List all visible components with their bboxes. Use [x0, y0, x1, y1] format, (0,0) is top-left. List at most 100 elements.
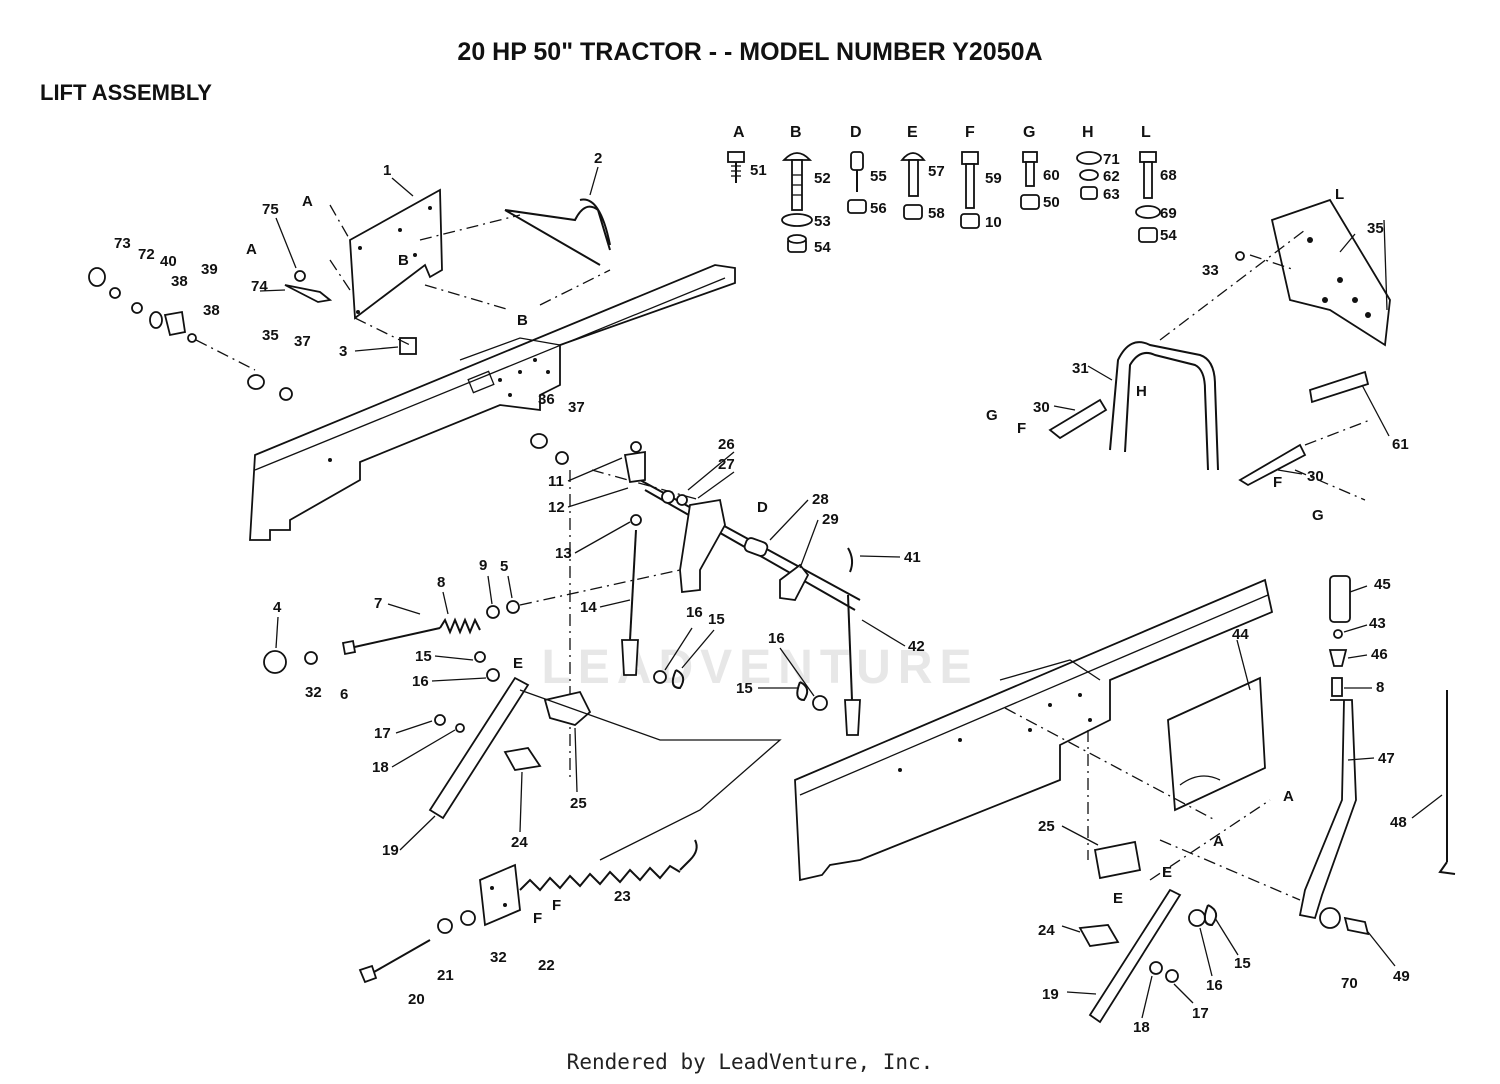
- label-39: 39: [201, 261, 218, 278]
- label-1: 1: [383, 162, 391, 179]
- screw-33-icon: [1235, 251, 1245, 261]
- lift-shaft-assembly: [621, 441, 861, 736]
- ref-b-2: B: [517, 312, 528, 329]
- bolt-20-icon: [358, 964, 378, 984]
- ref-e-2: E: [1162, 864, 1172, 881]
- ref-f-1: F: [1017, 420, 1026, 437]
- label-53: 53: [814, 213, 831, 230]
- label-16c: 16: [768, 630, 785, 647]
- knob-4-icon: [263, 650, 287, 674]
- label-60: 60: [1043, 167, 1060, 184]
- spring-8: [439, 617, 481, 635]
- label-62: 62: [1103, 168, 1120, 185]
- clip-37-icon: [279, 387, 293, 401]
- label-70: 70: [1341, 975, 1358, 992]
- nut-50-icon: [1020, 194, 1040, 210]
- tube-45-icon: [1329, 575, 1351, 623]
- ref-h: H: [1136, 383, 1147, 400]
- label-51: 51: [750, 162, 767, 179]
- label-3: 3: [339, 343, 347, 360]
- label-55: 55: [870, 168, 887, 185]
- label-75: 75: [262, 201, 279, 218]
- bracket-25-icon: [543, 690, 592, 726]
- ref-d: D: [757, 499, 768, 516]
- label-35: 35: [1367, 220, 1384, 237]
- label-68: 68: [1160, 167, 1177, 184]
- bracket-22-icon: [479, 863, 521, 927]
- pin-74-icon: [284, 284, 333, 303]
- upper-right-lift-frame: [1048, 198, 1391, 501]
- label-15d: 15: [1234, 955, 1251, 972]
- washer-38-icon: [149, 311, 163, 329]
- ref-l: L: [1335, 186, 1344, 203]
- label-16a: 16: [412, 673, 429, 690]
- bracket-25b-icon: [1093, 840, 1142, 880]
- label-37b: 37: [568, 399, 585, 416]
- spring-23: [519, 864, 681, 892]
- nut-63-icon: [1080, 186, 1098, 200]
- label-69: 69: [1160, 205, 1177, 222]
- ref-g-2: G: [1312, 507, 1324, 524]
- block-3: [399, 337, 417, 355]
- ref-a-2: A: [246, 241, 257, 258]
- ref-e-1: E: [513, 655, 523, 672]
- hardware-header-a: A: [733, 124, 745, 141]
- washer-38b-icon: [187, 333, 197, 343]
- hardware-header-h: H: [1082, 124, 1094, 141]
- label-9: 9: [479, 557, 487, 574]
- label-16d: 16: [1206, 977, 1223, 994]
- left-frame-rail: [249, 264, 736, 541]
- label-15b: 15: [708, 611, 725, 628]
- label-13: 13: [555, 545, 572, 562]
- label-8: 8: [437, 574, 445, 591]
- bolt-49-icon: [1343, 916, 1370, 936]
- label-2: 2: [594, 150, 602, 167]
- footer-credit: Rendered by LeadVenture, Inc.: [566, 1050, 934, 1074]
- label-31: 31: [1072, 360, 1089, 377]
- washer-21-icon: [437, 918, 453, 934]
- spring-36-icon: [247, 374, 265, 390]
- nut-5-icon: [506, 600, 520, 614]
- label-71: 71: [1103, 151, 1120, 168]
- label-32a: 32: [305, 684, 322, 701]
- label-59: 59: [985, 170, 1002, 187]
- label-18a: 18: [372, 759, 389, 776]
- screw-72-icon: [109, 287, 121, 299]
- carriage-bolt-57-icon: [900, 152, 926, 197]
- label-35b: 35: [262, 327, 279, 344]
- ref-a-1: A: [302, 193, 313, 210]
- label-58: 58: [928, 205, 945, 222]
- ref-a-4: A: [1213, 833, 1224, 850]
- label-27: 27: [718, 456, 735, 473]
- label-20: 20: [408, 991, 425, 1008]
- label-26: 26: [718, 436, 735, 453]
- label-15c: 15: [736, 680, 753, 697]
- label-61: 61: [1392, 436, 1409, 453]
- plate-35: [1270, 198, 1391, 347]
- washer-9-icon: [486, 605, 500, 619]
- lever-47: [1298, 699, 1357, 920]
- bolt-68-icon: [1139, 151, 1157, 199]
- label-11: 11: [548, 473, 564, 490]
- label-72: 72: [138, 246, 155, 263]
- label-54: 54: [814, 239, 831, 256]
- label-63: 63: [1103, 186, 1120, 203]
- shoulder-bolt-24b-icon: [1078, 924, 1120, 947]
- nut-56-icon: [847, 199, 867, 214]
- label-73: 73: [114, 235, 131, 252]
- label-17a: 17: [374, 725, 391, 742]
- washer-40-icon: [131, 302, 143, 314]
- label-19a: 19: [382, 842, 399, 859]
- shoulder-bolt-55-icon: [850, 151, 864, 192]
- label-4: 4: [273, 599, 282, 616]
- label-29: 29: [822, 511, 839, 528]
- label-50: 50: [1043, 194, 1060, 211]
- nut-54-icon: [787, 234, 807, 253]
- label-54b: 54: [1160, 227, 1177, 244]
- shoulder-bolt-24-icon: [503, 747, 542, 771]
- nut-58-icon: [903, 204, 923, 220]
- spring-clip-2: [504, 198, 611, 266]
- nut-75-icon: [294, 270, 306, 282]
- label-52: 52: [814, 170, 831, 187]
- washer-69-icon: [1135, 205, 1161, 219]
